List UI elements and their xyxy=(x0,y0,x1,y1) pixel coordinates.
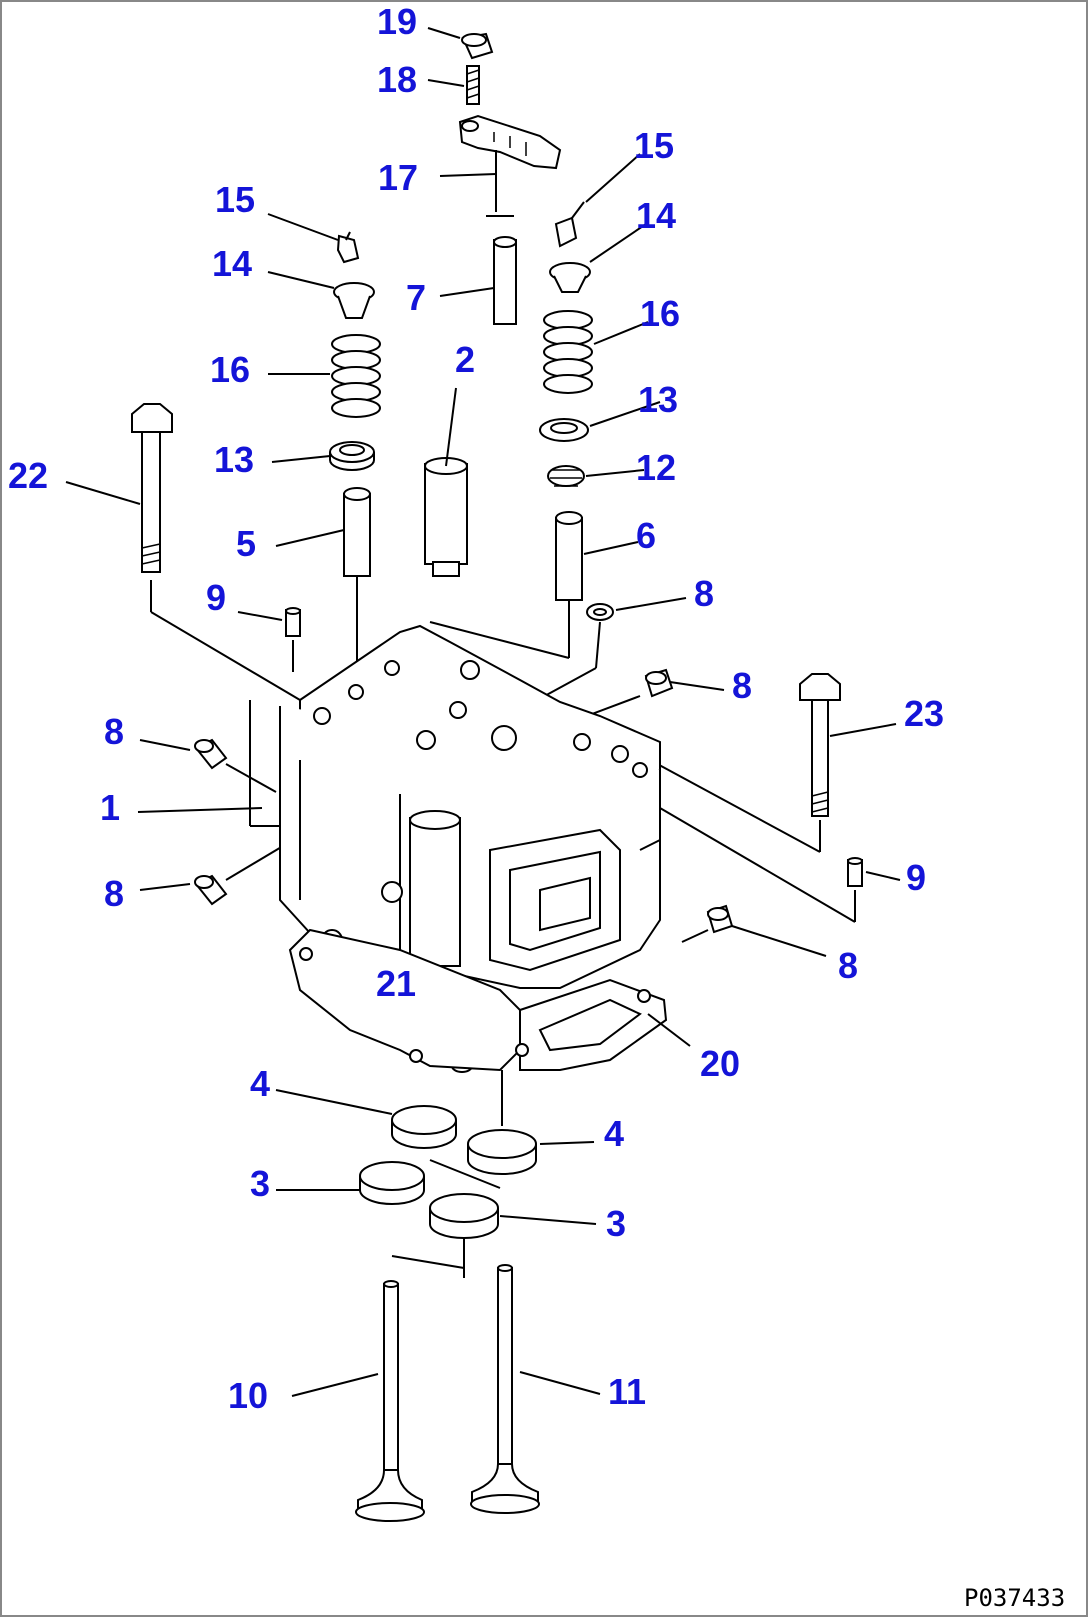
callout-6: 6 xyxy=(636,515,656,556)
part-18-screw xyxy=(466,65,480,105)
part-20-gasket xyxy=(288,928,668,1072)
callout-8-left-upper: 8 xyxy=(104,711,124,752)
part-1-cylinder-head xyxy=(249,624,661,989)
part-3-left-ring xyxy=(359,1161,425,1205)
callout-11: 11 xyxy=(608,1371,646,1412)
part-3-right-ring xyxy=(429,1193,499,1239)
callout-19: 19 xyxy=(377,1,417,42)
callout-14-right: 14 xyxy=(636,195,676,236)
part-19-cap xyxy=(461,32,494,60)
part-8-lower-right-plug xyxy=(681,904,734,943)
callout-12: 12 xyxy=(636,447,676,488)
part-22-head-bolt xyxy=(131,403,301,701)
part-11-exhaust-valve xyxy=(470,1264,540,1514)
callout-23: 23 xyxy=(904,693,944,734)
callout-8-left-lower: 8 xyxy=(104,873,124,914)
part-9-left-dowel xyxy=(285,607,301,672)
callout-15-right: 15 xyxy=(634,125,674,166)
callout-13-right: 13 xyxy=(638,379,678,420)
figure-reference: P037433 xyxy=(964,1584,1065,1612)
callout-3-left: 3 xyxy=(250,1163,270,1204)
part-16-left-spring xyxy=(331,334,381,418)
callout-16-left: 16 xyxy=(210,349,250,390)
callout-20: 20 xyxy=(700,1043,740,1084)
part-2-sleeve xyxy=(424,457,468,577)
callout-1: 1 xyxy=(100,787,120,828)
callout-15-left: 15 xyxy=(215,179,255,220)
part-16-right-spring xyxy=(543,310,593,394)
part-17-rocker-arm xyxy=(458,114,562,217)
callout-8-lower-right: 8 xyxy=(838,945,858,986)
callout-3-right: 3 xyxy=(606,1203,626,1244)
callout-13-left: 13 xyxy=(214,439,254,480)
callout-2: 2 xyxy=(455,339,475,380)
callout-7: 7 xyxy=(406,277,426,318)
part-12-seal xyxy=(547,465,585,487)
part-8-left-upper-plug xyxy=(194,738,277,793)
callout-17: 17 xyxy=(378,157,418,198)
part-10-intake-valve xyxy=(355,1280,425,1522)
callout-4-left: 4 xyxy=(250,1063,270,1104)
part-15-left-cotter xyxy=(336,231,360,264)
part-23-bolt xyxy=(649,673,841,853)
callout-9-left: 9 xyxy=(206,577,226,618)
part-4-left-ring xyxy=(391,1105,457,1149)
callout-21: 21 xyxy=(376,963,416,1004)
part-7-shaft xyxy=(493,236,517,325)
callout-9-right: 9 xyxy=(906,857,926,898)
part-13-left-seat xyxy=(329,441,375,471)
callout-8-upper-right: 8 xyxy=(732,665,752,706)
part-6-right-valve-guide xyxy=(429,511,583,659)
part-8-top-plug xyxy=(529,603,614,705)
part-13-right-seat xyxy=(539,418,589,442)
callout-5: 5 xyxy=(236,523,256,564)
callout-4-right: 4 xyxy=(604,1113,624,1154)
part-14-right-retainer xyxy=(549,262,591,293)
callout-22: 22 xyxy=(8,455,48,496)
callout-labels: 19 18 17 15 15 14 14 16 16 13 13 12 7 2 … xyxy=(8,1,944,1416)
part-5-left-valve-guide xyxy=(343,487,371,712)
callout-10: 10 xyxy=(228,1375,268,1416)
callout-8-top: 8 xyxy=(694,573,714,614)
callout-18: 18 xyxy=(377,59,417,100)
part-4-right-ring xyxy=(467,1129,537,1175)
part-15-right-cotter xyxy=(554,201,585,248)
part-14-left-retainer xyxy=(333,282,375,319)
callout-14-left: 14 xyxy=(212,243,252,284)
callout-16-right: 16 xyxy=(640,293,680,334)
part-9-right-dowel xyxy=(659,807,863,923)
leader-lines xyxy=(65,27,901,1397)
